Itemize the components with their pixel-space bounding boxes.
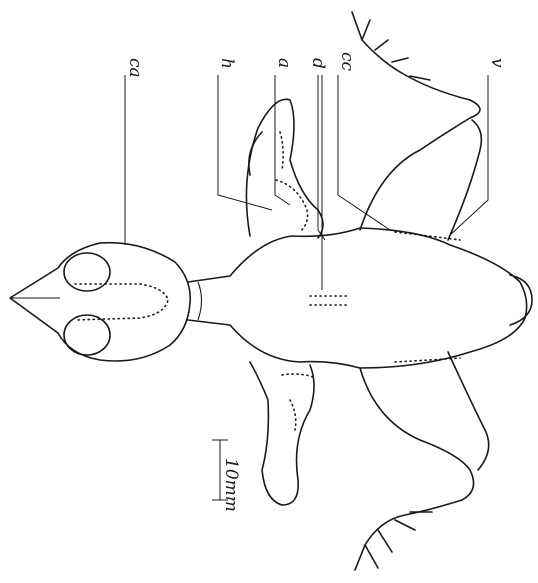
body (188, 228, 532, 368)
label-cc: cc (337, 52, 357, 72)
left-eye (64, 253, 110, 291)
head (10, 243, 190, 361)
label-v: v (487, 58, 507, 68)
hindlimb-upper (352, 12, 481, 240)
dorsal-mark (310, 296, 350, 305)
label-h: h (217, 58, 237, 69)
label-d: d (308, 58, 328, 69)
hindlimb-lower (355, 352, 489, 570)
label-ca: ca (125, 58, 145, 78)
leader-lines (125, 75, 488, 290)
forelimb-lower (250, 362, 316, 505)
forelimb-upper (246, 99, 323, 238)
scale-bar-label: 10mm (221, 458, 241, 512)
label-a: a (274, 58, 294, 68)
right-eye (64, 315, 110, 355)
